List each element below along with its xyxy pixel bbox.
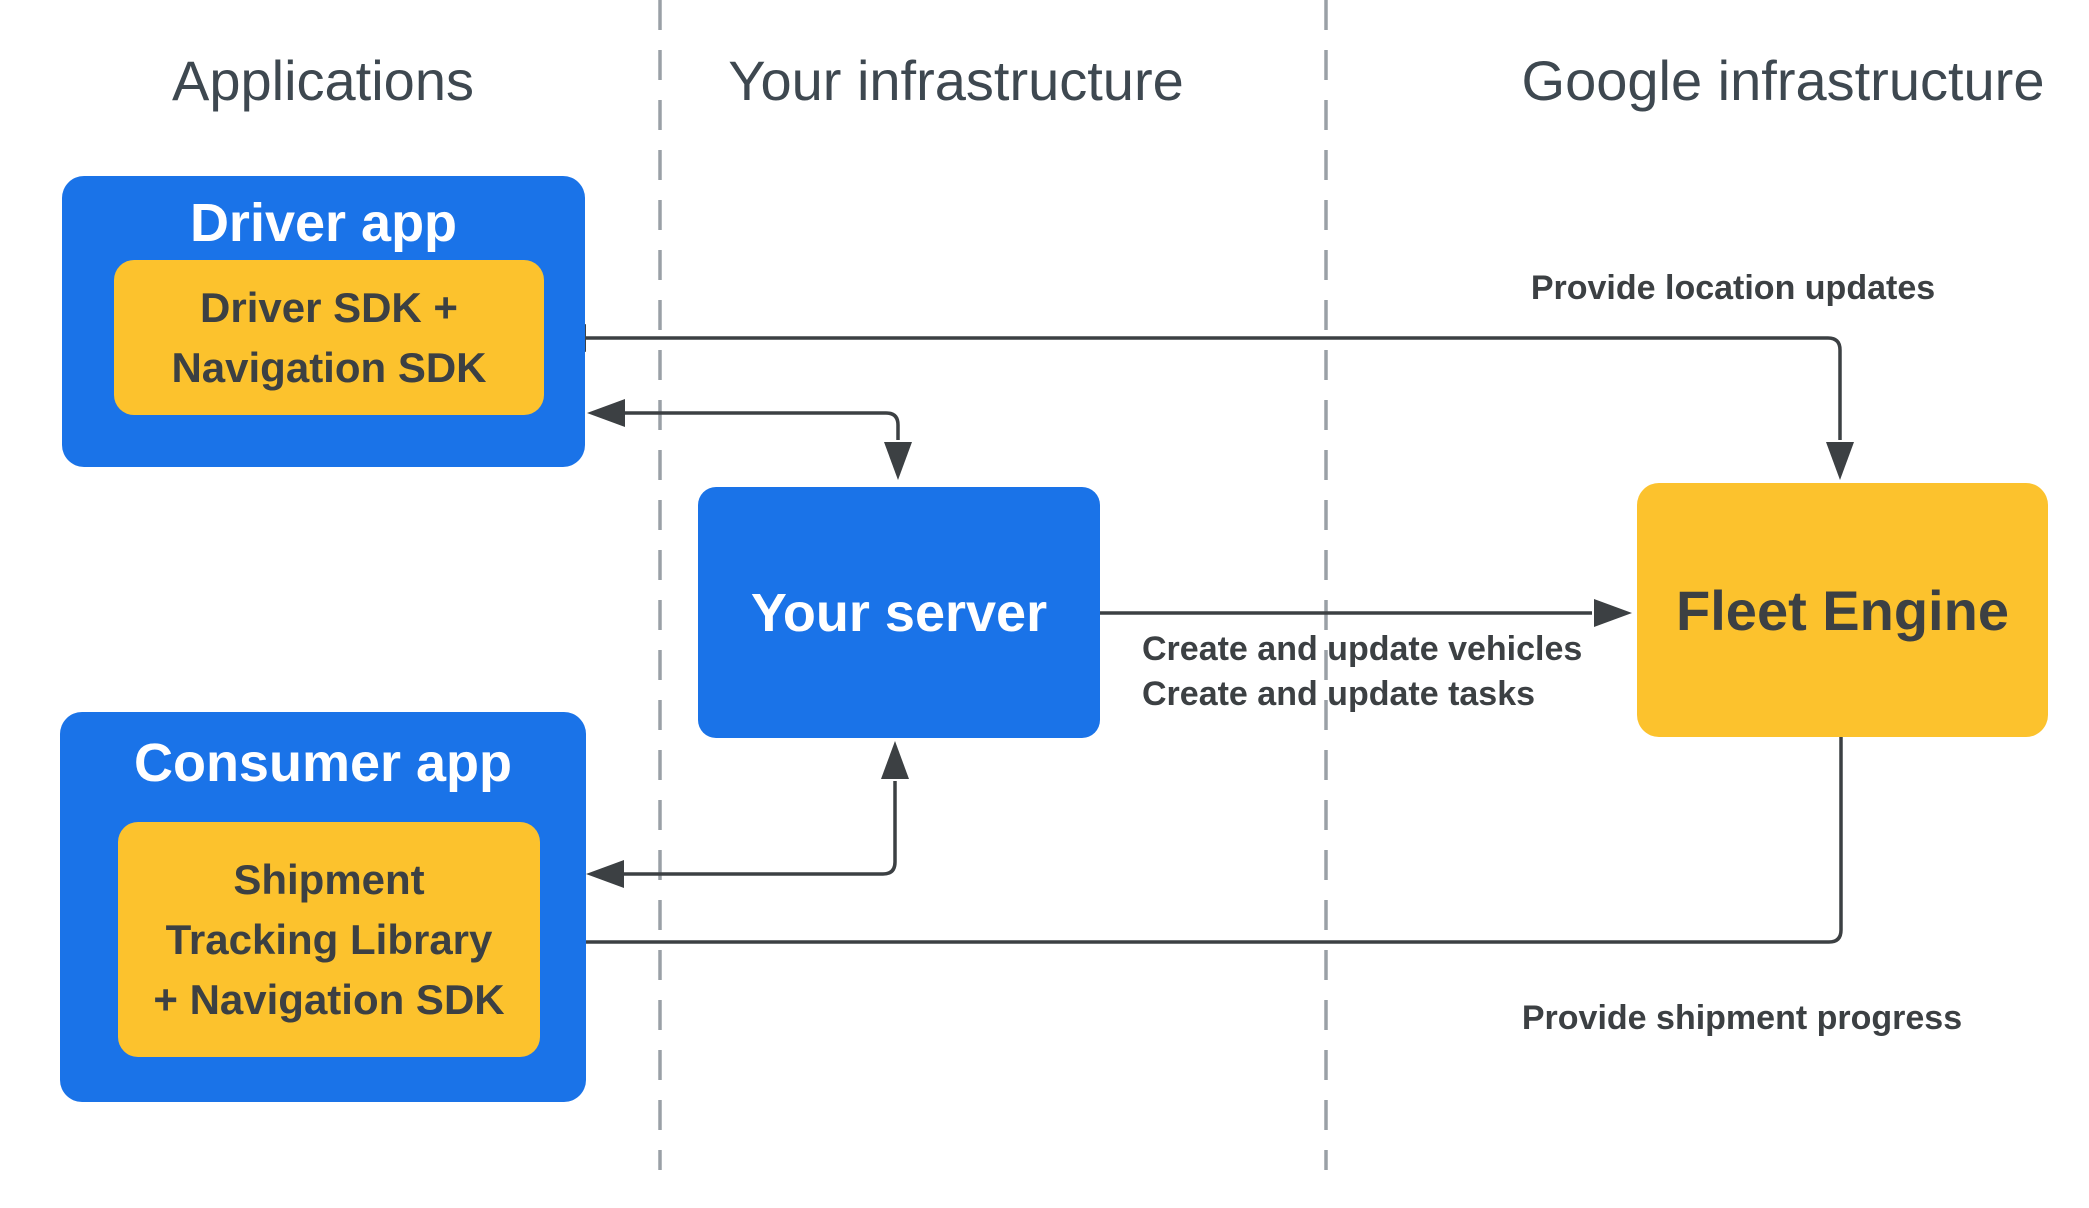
arrowhead-into-driver-app (587, 399, 625, 427)
your-server-label: Your server (750, 582, 1048, 643)
consumer-app-title: Consumer app (133, 733, 513, 793)
consumer-app-box: Consumer app Shipment Tracking Library +… (60, 712, 586, 1102)
driver-app-title: Driver app (189, 193, 458, 253)
driver-sdk-box: Driver SDK + Navigation SDK (114, 260, 544, 415)
provide-shipment-progress-label: Provide shipment progress (1521, 999, 1963, 1037)
flow-line-driver-server (625, 411, 900, 440)
arrowhead-into-server-top (884, 442, 912, 480)
flow-line-shipment-progress (578, 737, 1843, 944)
shipment-tracking-library-box: Shipment Tracking Library + Navigation S… (118, 822, 540, 1057)
arrowhead-into-consumer-app (586, 860, 624, 888)
arrowhead-into-fleet-engine-top (1826, 442, 1854, 480)
provide-location-updates-label: Provide location updates (1530, 269, 1936, 307)
fleet-engine-label: Fleet Engine (1676, 578, 2009, 642)
arrowhead-into-server-bottom (881, 741, 909, 779)
column-header-your-infrastructure: Your infrastructure (728, 49, 1184, 112)
your-server-box: Your server (698, 487, 1100, 738)
create-and-update-label: Create and update vehicles Create and up… (1142, 630, 1583, 713)
column-header-applications: Applications (172, 49, 474, 112)
shipment-tracking-library-label: Shipment Tracking Library + Navigation S… (153, 855, 505, 1023)
column-header-google-infrastructure: Google infrastructure (1521, 49, 2045, 112)
fleet-engine-box: Fleet Engine (1637, 483, 2048, 737)
flow-line-server-consumer (624, 781, 897, 876)
flow-line-location-updates (586, 336, 1842, 440)
driver-sdk-label: Driver SDK + Navigation SDK (171, 283, 487, 391)
arrowhead-into-fleet-engine-left (1594, 599, 1632, 627)
driver-app-box: Driver app Driver SDK + Navigation SDK (62, 176, 585, 467)
